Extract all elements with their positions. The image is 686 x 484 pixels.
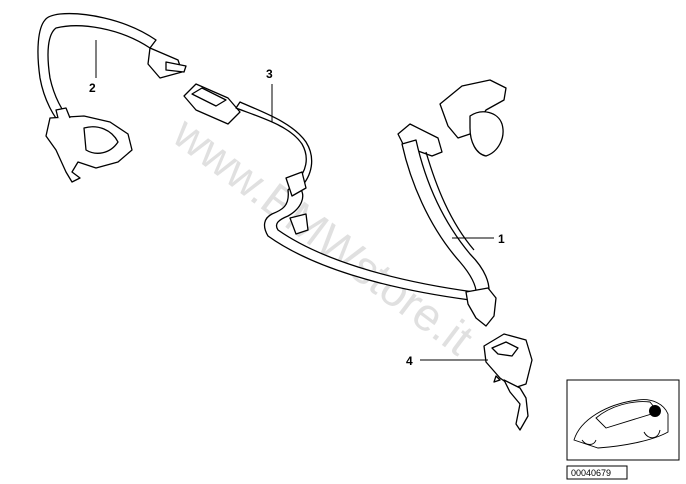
callout-1: 1 xyxy=(452,232,505,246)
vehicle-thumbnail: 00040679 xyxy=(566,379,680,480)
buckle-part-4[interactable] xyxy=(483,333,533,431)
callout-label-2: 2 xyxy=(89,81,96,95)
callout-label-4: 4 xyxy=(406,354,413,368)
belt-part-1[interactable] xyxy=(397,79,507,327)
callout-2: 2 xyxy=(89,40,97,95)
belt-part-2[interactable] xyxy=(37,13,187,183)
callout-3: 3 xyxy=(266,67,273,122)
belt-part-3[interactable] xyxy=(183,83,475,301)
callout-label-3: 3 xyxy=(266,67,273,81)
callout-label-1: 1 xyxy=(498,232,505,246)
reference-number: 00040679 xyxy=(571,468,611,478)
location-marker-icon xyxy=(649,405,661,417)
callout-4: 4 xyxy=(406,354,488,368)
